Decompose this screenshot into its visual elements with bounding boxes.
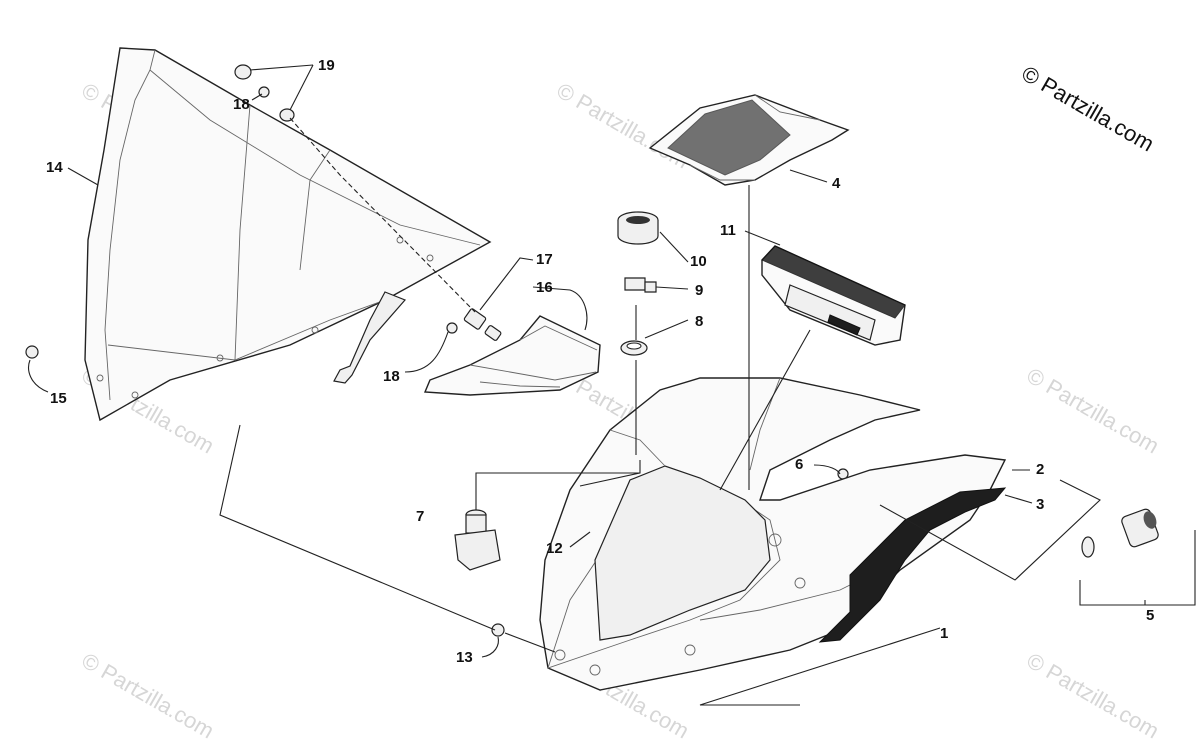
leader-7b bbox=[579, 472, 641, 487]
leader-8 bbox=[644, 319, 689, 339]
callout-15: 15 bbox=[50, 390, 67, 407]
leader-5-bracket bbox=[1079, 530, 1196, 606]
leader-1 bbox=[699, 627, 941, 706]
callout-2: 2 bbox=[1036, 461, 1044, 478]
leader-14-long bbox=[219, 424, 496, 631]
leader-11-to-hood bbox=[719, 329, 811, 491]
leader-2-to-5 bbox=[879, 479, 1101, 581]
callout-14: 14 bbox=[46, 159, 63, 176]
leader-11 bbox=[744, 230, 781, 246]
windshield-bracket bbox=[333, 291, 407, 384]
socket-assembly-part bbox=[1081, 508, 1159, 558]
watermark-tile: © Partzilla.com bbox=[1023, 363, 1164, 459]
leader-7 bbox=[475, 460, 641, 510]
callout-9: 9 bbox=[695, 282, 703, 299]
callout-labels: 1 2 3 4 5 6 7 8 9 10 11 12 13 14 15 16 1… bbox=[46, 57, 1154, 666]
ignition-cap-part bbox=[617, 211, 659, 245]
leader-13 bbox=[481, 636, 499, 658]
leader-lines bbox=[28, 64, 1196, 706]
callout-17: 17 bbox=[536, 251, 553, 268]
key-part bbox=[624, 277, 657, 293]
hood-part bbox=[539, 377, 1007, 691]
watermark-tile: © Partzilla.com bbox=[1023, 648, 1164, 744]
callout-6: 6 bbox=[795, 456, 803, 473]
callout-7: 7 bbox=[416, 508, 424, 525]
callout-3: 3 bbox=[1036, 496, 1044, 513]
callout-11: 11 bbox=[720, 222, 736, 239]
callout-13: 13 bbox=[456, 649, 473, 666]
leader-10 bbox=[659, 231, 689, 263]
leader-17 bbox=[479, 257, 534, 311]
callout-16: 16 bbox=[536, 279, 553, 296]
leader-3 bbox=[1004, 494, 1033, 504]
switch-part bbox=[454, 509, 501, 571]
fastener-part-15 bbox=[25, 345, 39, 359]
callout-10: 10 bbox=[690, 253, 707, 270]
leader-15 bbox=[28, 359, 49, 393]
leader-19a bbox=[249, 64, 314, 71]
headlight-bulb-part bbox=[463, 308, 502, 341]
leader-4 bbox=[789, 169, 828, 183]
callout-4: 4 bbox=[832, 175, 841, 192]
leader-18a bbox=[251, 93, 263, 101]
leader-19-dash bbox=[289, 117, 476, 313]
ring-nut-part bbox=[620, 340, 648, 356]
leader-19b bbox=[289, 64, 314, 111]
clip-part bbox=[491, 623, 505, 637]
storage-tray-part bbox=[648, 94, 850, 186]
callout-8: 8 bbox=[695, 313, 703, 330]
leader-16 bbox=[532, 286, 588, 331]
callout-1: 1 bbox=[940, 625, 948, 642]
watermark-tile: © Partzilla.com bbox=[553, 78, 694, 174]
callout-19: 19 bbox=[318, 57, 335, 74]
leader-9 bbox=[655, 286, 689, 290]
callout-12: 12 bbox=[546, 540, 563, 557]
hood-decal-part bbox=[818, 487, 1007, 643]
headlight-lens-part bbox=[423, 315, 601, 396]
copyright-text: © Partzilla.com bbox=[1018, 61, 1159, 157]
leader-13-to-hood bbox=[504, 632, 556, 653]
leader-6 bbox=[813, 464, 841, 475]
leader-12 bbox=[569, 531, 591, 548]
callout-5: 5 bbox=[1146, 607, 1154, 624]
callout-18-top: 18 bbox=[233, 96, 250, 113]
leader-14 bbox=[67, 167, 99, 186]
windshield-part bbox=[84, 47, 492, 422]
control-module-part bbox=[761, 245, 906, 346]
watermark-tile: © Partzilla.com bbox=[78, 648, 219, 744]
callout-18-bottom: 18 bbox=[383, 368, 400, 385]
leader-18b bbox=[404, 331, 449, 373]
